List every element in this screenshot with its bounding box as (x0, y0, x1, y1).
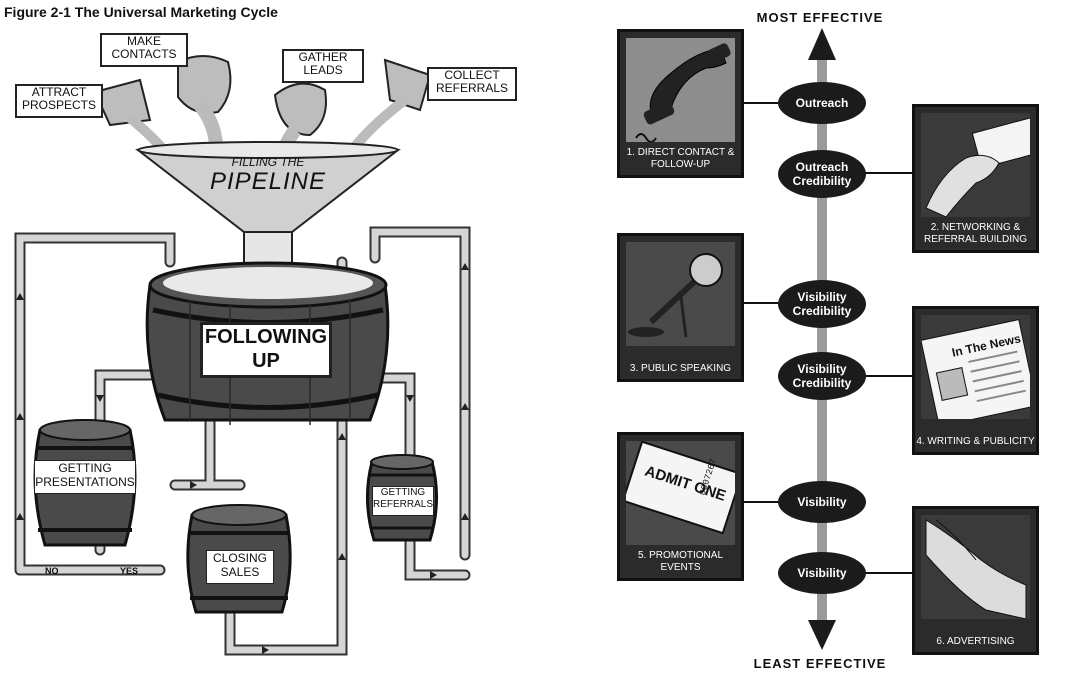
main-barrel (145, 261, 390, 425)
caption-writing: 4. WRITING & PUBLICITY (916, 436, 1035, 447)
frame-direct-contact: 1. DIRECT CONTACT & FOLLOW-UP (617, 29, 744, 178)
label-gather-leads: GATHER LEADS (282, 49, 364, 83)
arrow-down-icon (808, 620, 836, 650)
label-attract-prospects: ATTRACT PROSPECTS (15, 84, 103, 118)
frame-advertising: 6. ADVERTISING (912, 506, 1039, 655)
frame-promotional-events: ADMIT ONE 0007267 5. PROMOTIONAL EVENTS (617, 432, 744, 581)
telephone-icon (635, 43, 731, 143)
main-barrel-label: FOLLOWING UP (200, 322, 332, 378)
arrow-up-icon (808, 28, 836, 60)
axis-bar (817, 60, 827, 630)
label-make-contacts: MAKE CONTACTS (100, 33, 188, 67)
oval-outreach: Outreach (778, 82, 866, 124)
caption-direct-contact: 1. DIRECT CONTACT & FOLLOW-UP (626, 147, 735, 170)
oval-outreach-credibility: Outreach Credibility (778, 150, 866, 198)
oval-visibility-1: Visibility (778, 481, 866, 523)
frame-public-speaking: 3. PUBLIC SPEAKING (617, 233, 744, 382)
handshake-card-icon (925, 117, 1041, 218)
oval-visibility-2: Visibility (778, 552, 866, 594)
least-effective-label: LEAST EFFECTIVE (753, 656, 887, 671)
pipe-label-yes: YES (120, 566, 139, 576)
label-getting-presentations: GETTING PRESENTATIONS (34, 460, 136, 494)
newspaper-icon: In The News (920, 318, 1038, 428)
pipe-label-no: NO (45, 566, 59, 576)
figure-title: Figure 2-1 The Universal Marketing Cycle (4, 4, 278, 20)
most-effective-label: MOST EFFECTIVE (756, 10, 884, 25)
frame-networking: 2. NETWORKING & REFERRAL BUILDING (912, 104, 1041, 253)
oval-visibility-credibility-2: Visibility Credibility (778, 352, 866, 400)
label-getting-referrals: GETTING REFERRALS (372, 486, 434, 516)
caption-advertising: 6. ADVERTISING (936, 636, 1015, 647)
oval-visibility-credibility-1: Visibility Credibility (778, 280, 866, 328)
caption-networking: 2. NETWORKING & REFERRAL BUILDING (924, 222, 1027, 245)
funnel-line1: FILLING THE (231, 155, 305, 169)
microphone-icon (628, 253, 723, 338)
pointing-hand-icon (925, 519, 1027, 620)
label-collect-referrals: COLLECT REFERRALS (427, 67, 517, 101)
caption-public-speaking: 3. PUBLIC SPEAKING (629, 363, 732, 374)
frame-writing: In The News 4. WRITING & PUBLICITY (912, 306, 1039, 455)
caption-promotional-events: 5. PROMOTIONAL EVENTS (637, 550, 723, 573)
label-closing-sales: CLOSING SALES (206, 550, 274, 584)
ticket-icon: ADMIT ONE 0007267 (621, 440, 744, 535)
funnel-line2: PIPELINE (209, 168, 327, 195)
